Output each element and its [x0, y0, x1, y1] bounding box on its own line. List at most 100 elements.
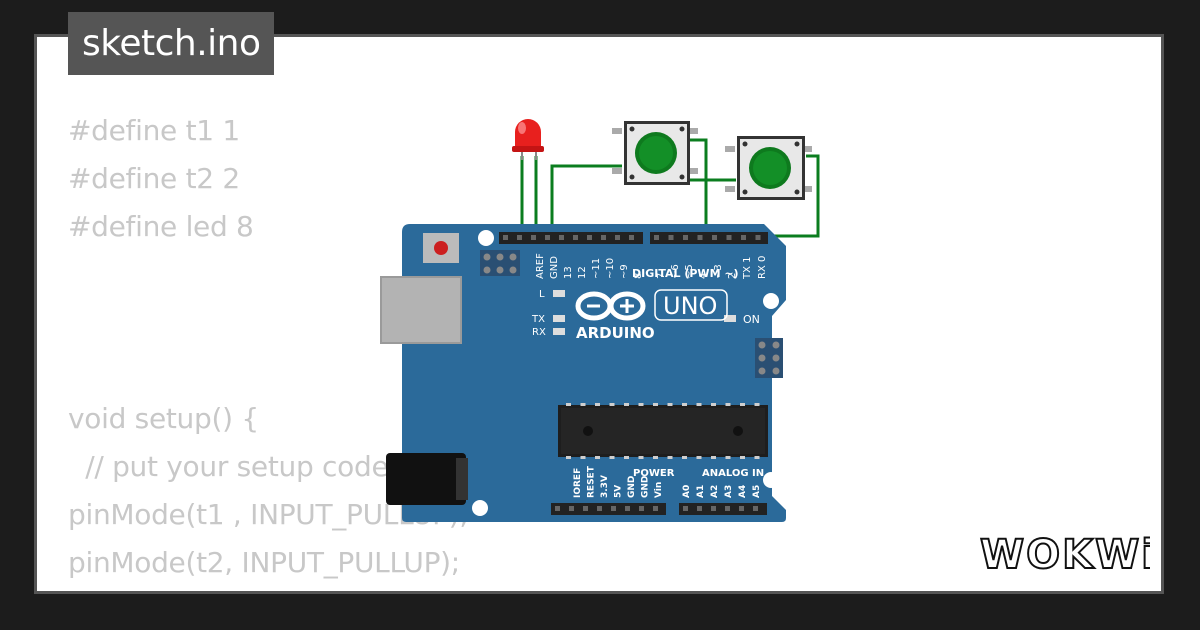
header-pin	[569, 506, 574, 511]
pin-label: A4	[738, 485, 748, 498]
header-pin	[625, 506, 630, 511]
header-pin	[697, 235, 703, 240]
chip-pin	[609, 403, 615, 406]
analog-header	[679, 503, 767, 515]
pushbutton-2[interactable]	[725, 136, 812, 200]
code-line: void setup() {	[68, 402, 259, 435]
header-pin	[697, 506, 702, 511]
digital-pin-label: ~10	[605, 258, 616, 279]
chip-pin	[711, 456, 716, 459]
pin-label: RESET	[587, 465, 597, 498]
pin-label: A5	[752, 485, 762, 498]
pin-label: 5V	[614, 485, 624, 498]
header-pin	[615, 235, 620, 240]
header-pin	[755, 235, 761, 240]
code-line: #define t2 2	[68, 162, 240, 195]
chip-pin	[638, 403, 644, 406]
file-tab[interactable]: sketch.ino	[68, 12, 275, 75]
digital-pin-label: RX 0	[757, 256, 768, 279]
header-pin	[653, 506, 658, 511]
chip-pin	[711, 403, 716, 406]
pushbutton-1[interactable]	[612, 121, 698, 185]
header-pin	[683, 506, 688, 511]
digital-pin-label: TX 1	[742, 257, 753, 281]
chip-pin	[667, 456, 673, 459]
digital-pin-label: ~9	[619, 264, 630, 279]
header-pin	[683, 235, 688, 240]
mounting-hole	[478, 230, 494, 246]
pin-label: A3	[724, 485, 734, 498]
model-label: UNO	[663, 292, 717, 320]
power-header-label: POWER	[633, 468, 675, 479]
chip-pin	[725, 456, 731, 459]
chip-pin	[667, 403, 673, 406]
pin-label: 3.3V	[600, 475, 610, 498]
code-line: #define t1 1	[68, 114, 240, 147]
arduino-logo-icon	[575, 291, 646, 321]
chip-pin	[740, 403, 745, 406]
l-led	[553, 290, 565, 297]
brand-label: ARDUINO	[576, 324, 655, 342]
chip-pin	[624, 456, 629, 459]
chip-pin	[754, 456, 760, 459]
digital-pin-label: 8	[633, 273, 644, 279]
pin-label: Vin	[654, 482, 664, 498]
analog-header-label: ANALOG IN	[702, 468, 764, 479]
header-pin	[517, 235, 522, 240]
wokwi-logo-text: WOKWi	[980, 532, 1150, 576]
digital-pin-label: GND	[549, 256, 560, 279]
header-pin	[639, 506, 644, 511]
tx-led	[553, 315, 565, 322]
model-badge	[654, 289, 728, 321]
chip-pin	[638, 456, 644, 459]
header-pin	[559, 235, 564, 240]
header-pin	[597, 506, 602, 511]
digital-pin-label: 13	[563, 266, 574, 279]
chip-pin	[725, 403, 731, 406]
chip-pin	[566, 403, 571, 406]
rx-led	[553, 328, 565, 335]
chip-pin	[740, 456, 745, 459]
on-led-label: ON	[743, 313, 760, 326]
header-pin	[629, 235, 634, 240]
mounting-hole	[472, 500, 488, 516]
pin-label: A2	[710, 485, 720, 498]
icsp-header-top	[480, 250, 520, 276]
chip-pin	[653, 456, 658, 459]
tx-led-label: TX	[531, 314, 545, 325]
chip-pin	[580, 456, 586, 459]
chip-pin	[696, 403, 702, 406]
pin-label: IOREF	[573, 468, 583, 498]
chip-pin	[682, 403, 687, 406]
wokwi-logo[interactable]: WOKWi	[978, 528, 1150, 576]
code-line: pinMode(t2, INPUT_PULLUP);	[68, 546, 460, 579]
wire-button1-left	[550, 164, 622, 238]
digital-pin-label: 2	[727, 273, 738, 279]
chip-pin	[595, 456, 600, 459]
digital-pin-label: ~5	[684, 264, 695, 279]
digital-header-right	[650, 232, 768, 244]
chip-pin	[754, 403, 760, 406]
header-pin	[555, 506, 560, 511]
digital-pin-label: ~11	[591, 258, 602, 279]
led[interactable]	[512, 119, 544, 160]
header-pin	[741, 235, 746, 240]
header-pin	[668, 235, 674, 240]
power-header	[551, 503, 666, 515]
header-pin	[611, 506, 616, 511]
header-pin	[739, 506, 744, 511]
on-led	[724, 315, 736, 322]
chip-pin	[624, 403, 629, 406]
chip-pin	[580, 403, 586, 406]
chip-pin	[696, 456, 702, 459]
pin-label: A1	[696, 485, 706, 498]
header-pin	[725, 506, 730, 511]
header-pin	[654, 235, 659, 240]
header-pin	[545, 235, 550, 240]
digital-pin-label: ~6	[670, 264, 681, 279]
header-pin	[712, 235, 717, 240]
mounting-hole	[763, 472, 779, 488]
chip-pin	[682, 456, 687, 459]
chip-pin	[566, 456, 571, 459]
